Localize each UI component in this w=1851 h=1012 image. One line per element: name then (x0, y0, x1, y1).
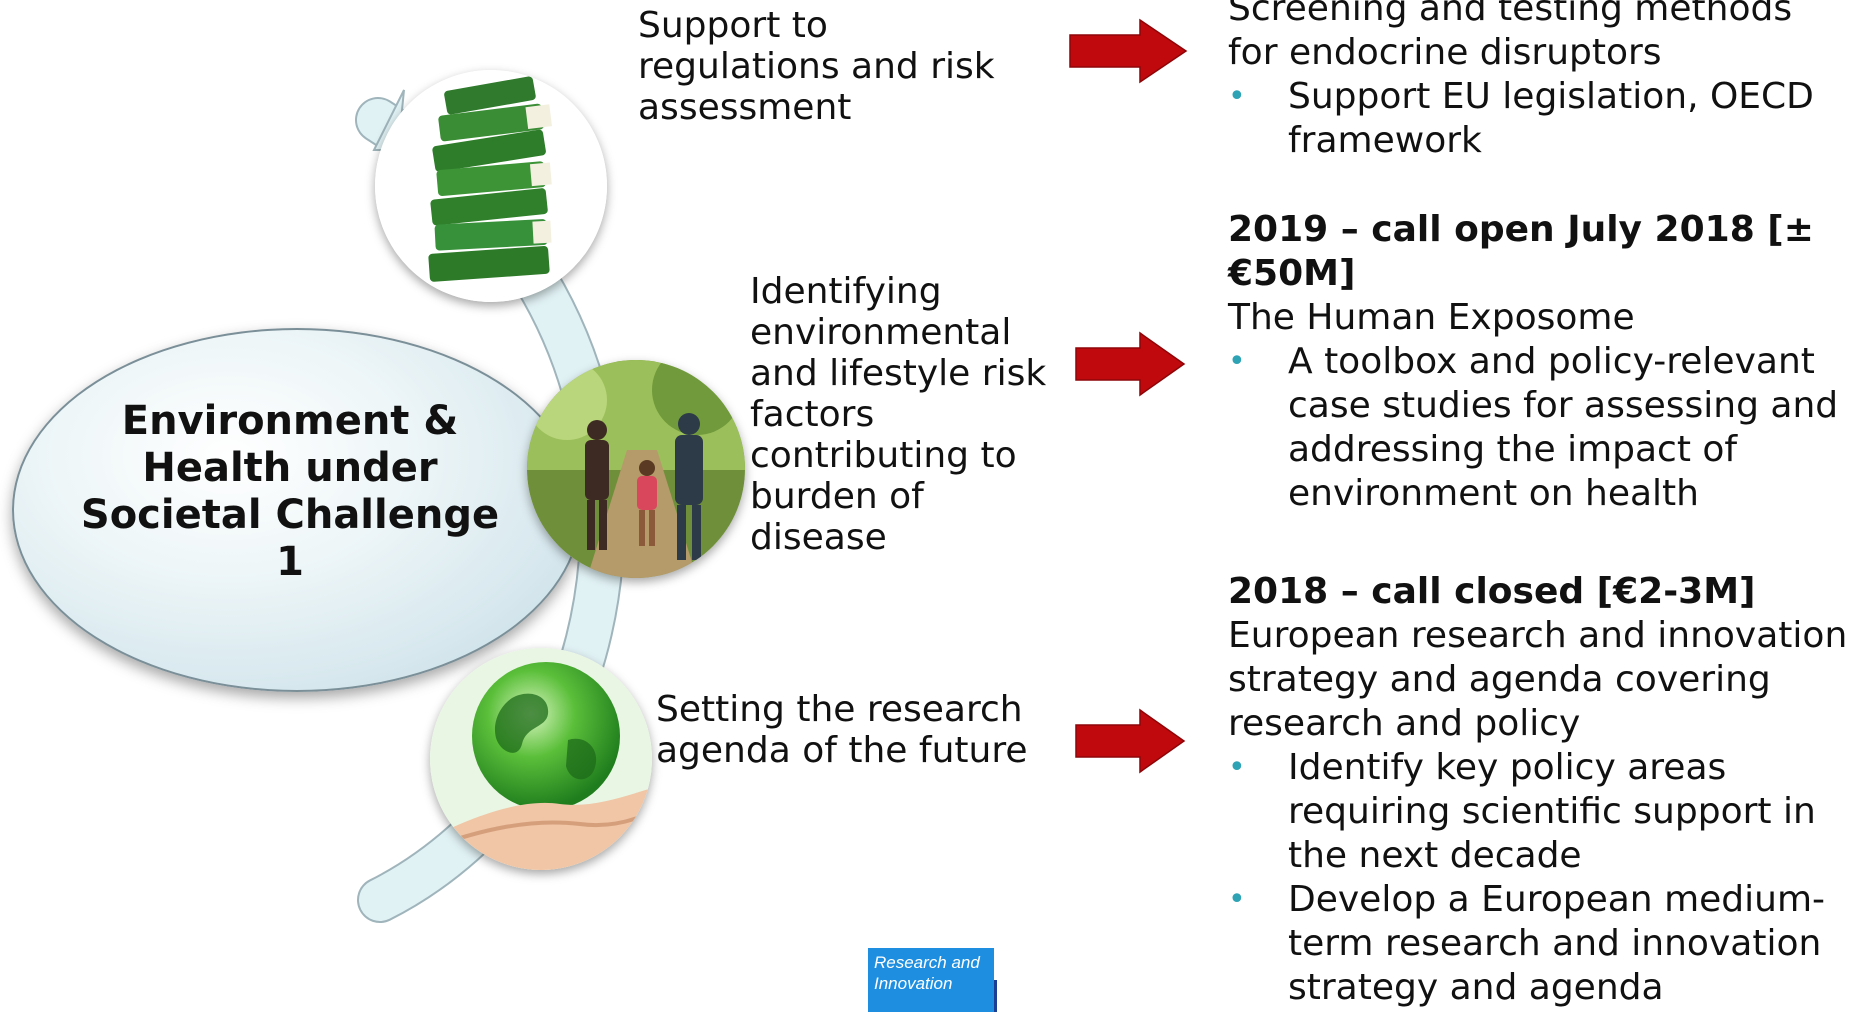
bullet-icon: • (1228, 882, 1246, 917)
detail-bottom-heading: 2018 – call closed [€2-3M] (1228, 571, 1756, 612)
bullet-item: •Develop a European medium-term research… (1228, 879, 1826, 1008)
detail-bottom-subtitle: European research and innovation strateg… (1228, 615, 1848, 744)
hub-title: Environment & Health under Societal Chal… (80, 398, 500, 585)
arrow-right-icon (1074, 708, 1186, 774)
item-label-regulations: Support to regulations and risk assessme… (638, 5, 995, 128)
detail-middle-heading: 2019 – call open July 2018 [±€50M] (1228, 209, 1814, 294)
arrow-right-icon (1068, 18, 1188, 84)
detail-middle-subtitle: The Human Exposome (1228, 297, 1635, 338)
bullet-item: •Identify key policy areas requiring sci… (1228, 747, 1816, 876)
hub-ellipse (12, 328, 582, 692)
arrow-right-icon (1074, 331, 1186, 397)
globe-in-hand-icon (430, 648, 652, 870)
bullet-item: •A toolbox and policy-relevant case stud… (1228, 341, 1839, 514)
detail-bottom-bullets: •Identify key policy areas requiring sci… (1228, 746, 1848, 1010)
detail-top-subtitle-line-2: for endocrine disruptors (1228, 32, 1662, 73)
family-walking-icon (527, 360, 745, 578)
detail-middle: 2019 – call open July 2018 [±€50M] The H… (1228, 208, 1851, 516)
item-label-research-agenda: Setting the research agenda of the futur… (656, 689, 1028, 771)
books-stack-icon (375, 70, 607, 302)
detail-middle-bullets: •A toolbox and policy-relevant case stud… (1228, 340, 1843, 516)
bullet-item: •Support EU legislation, OECD framework (1228, 76, 1814, 161)
detail-bottom: 2018 – call closed [€2-3M] European rese… (1228, 570, 1851, 1010)
detail-top-bullets: •Support EU legislation, OECD framework (1228, 75, 1833, 163)
bullet-icon: • (1228, 344, 1246, 379)
bullet-icon: • (1228, 750, 1246, 785)
item-label-risk-factors: Identifying environmental and lifestyle … (750, 271, 1047, 558)
detail-top-subtitle-line-1: Screening and testing methods (1228, 0, 1793, 29)
research-innovation-logo: Research and Innovation (868, 948, 994, 1012)
bullet-icon: • (1228, 79, 1246, 114)
logo-divider (994, 980, 997, 1012)
detail-top: Screening and testing methods for endocr… (1228, 0, 1851, 163)
